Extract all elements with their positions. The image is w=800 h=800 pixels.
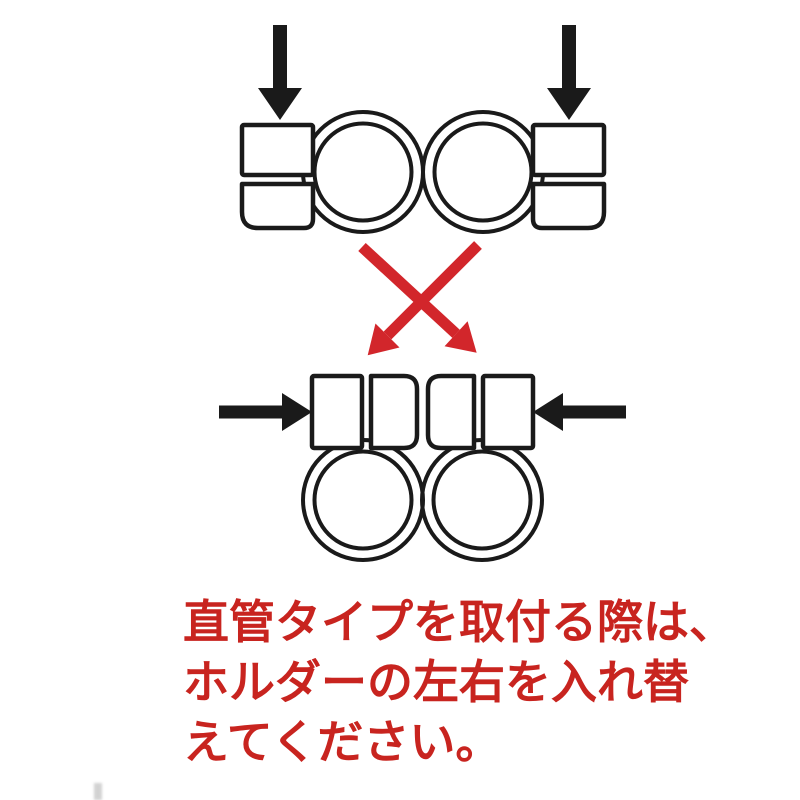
down-arrow-icon: [547, 25, 591, 120]
pipe-ring-right: [420, 438, 544, 562]
down-arrow-icon: [258, 25, 302, 120]
right-arrow-icon: [219, 393, 312, 431]
pipe-ring-right: [421, 110, 545, 234]
left-arrow-icon: [533, 393, 626, 431]
ring-outer: [301, 438, 425, 562]
ring-inner: [312, 449, 414, 551]
pipe-ring-left: [301, 110, 425, 234]
holder-lower-block: [530, 181, 607, 231]
top-arrangement: [239, 25, 607, 234]
holder-lower-block: [239, 181, 316, 231]
pipe-ring-left: [301, 438, 425, 562]
holder-left: [239, 122, 316, 231]
caption-text: 直管タイプを取付る際は、 ホルダーの左右を入れ替 えてください。: [183, 592, 763, 772]
caption-line: ホルダーの左右を入れ替: [183, 656, 689, 708]
scan-artifact: [94, 783, 102, 800]
ring-inner: [431, 449, 533, 551]
caption-line: えてください。: [183, 716, 502, 768]
holder-square-block: [480, 373, 536, 451]
holder-upper-block: [530, 122, 607, 178]
holder-right-rotated: [425, 373, 536, 451]
ring-outer: [301, 110, 425, 234]
holder-square-block: [309, 373, 365, 451]
holder-left-rotated: [309, 373, 420, 451]
caption-line: 直管タイプを取付る際は、: [183, 596, 735, 648]
holder-round-block: [425, 373, 477, 451]
ring-inner: [432, 121, 534, 223]
swap-cross-arrows-icon: [358, 241, 482, 356]
red-arrow-down-right-icon: [358, 242, 477, 353]
holder-right: [530, 122, 607, 231]
holder-upper-block: [239, 122, 316, 178]
red-arrow-down-left-icon: [367, 241, 482, 356]
ring-inner: [312, 121, 414, 223]
ring-outer: [420, 438, 544, 562]
bottom-arrangement: [219, 373, 626, 562]
holder-round-block: [368, 373, 420, 451]
ring-outer: [421, 110, 545, 234]
